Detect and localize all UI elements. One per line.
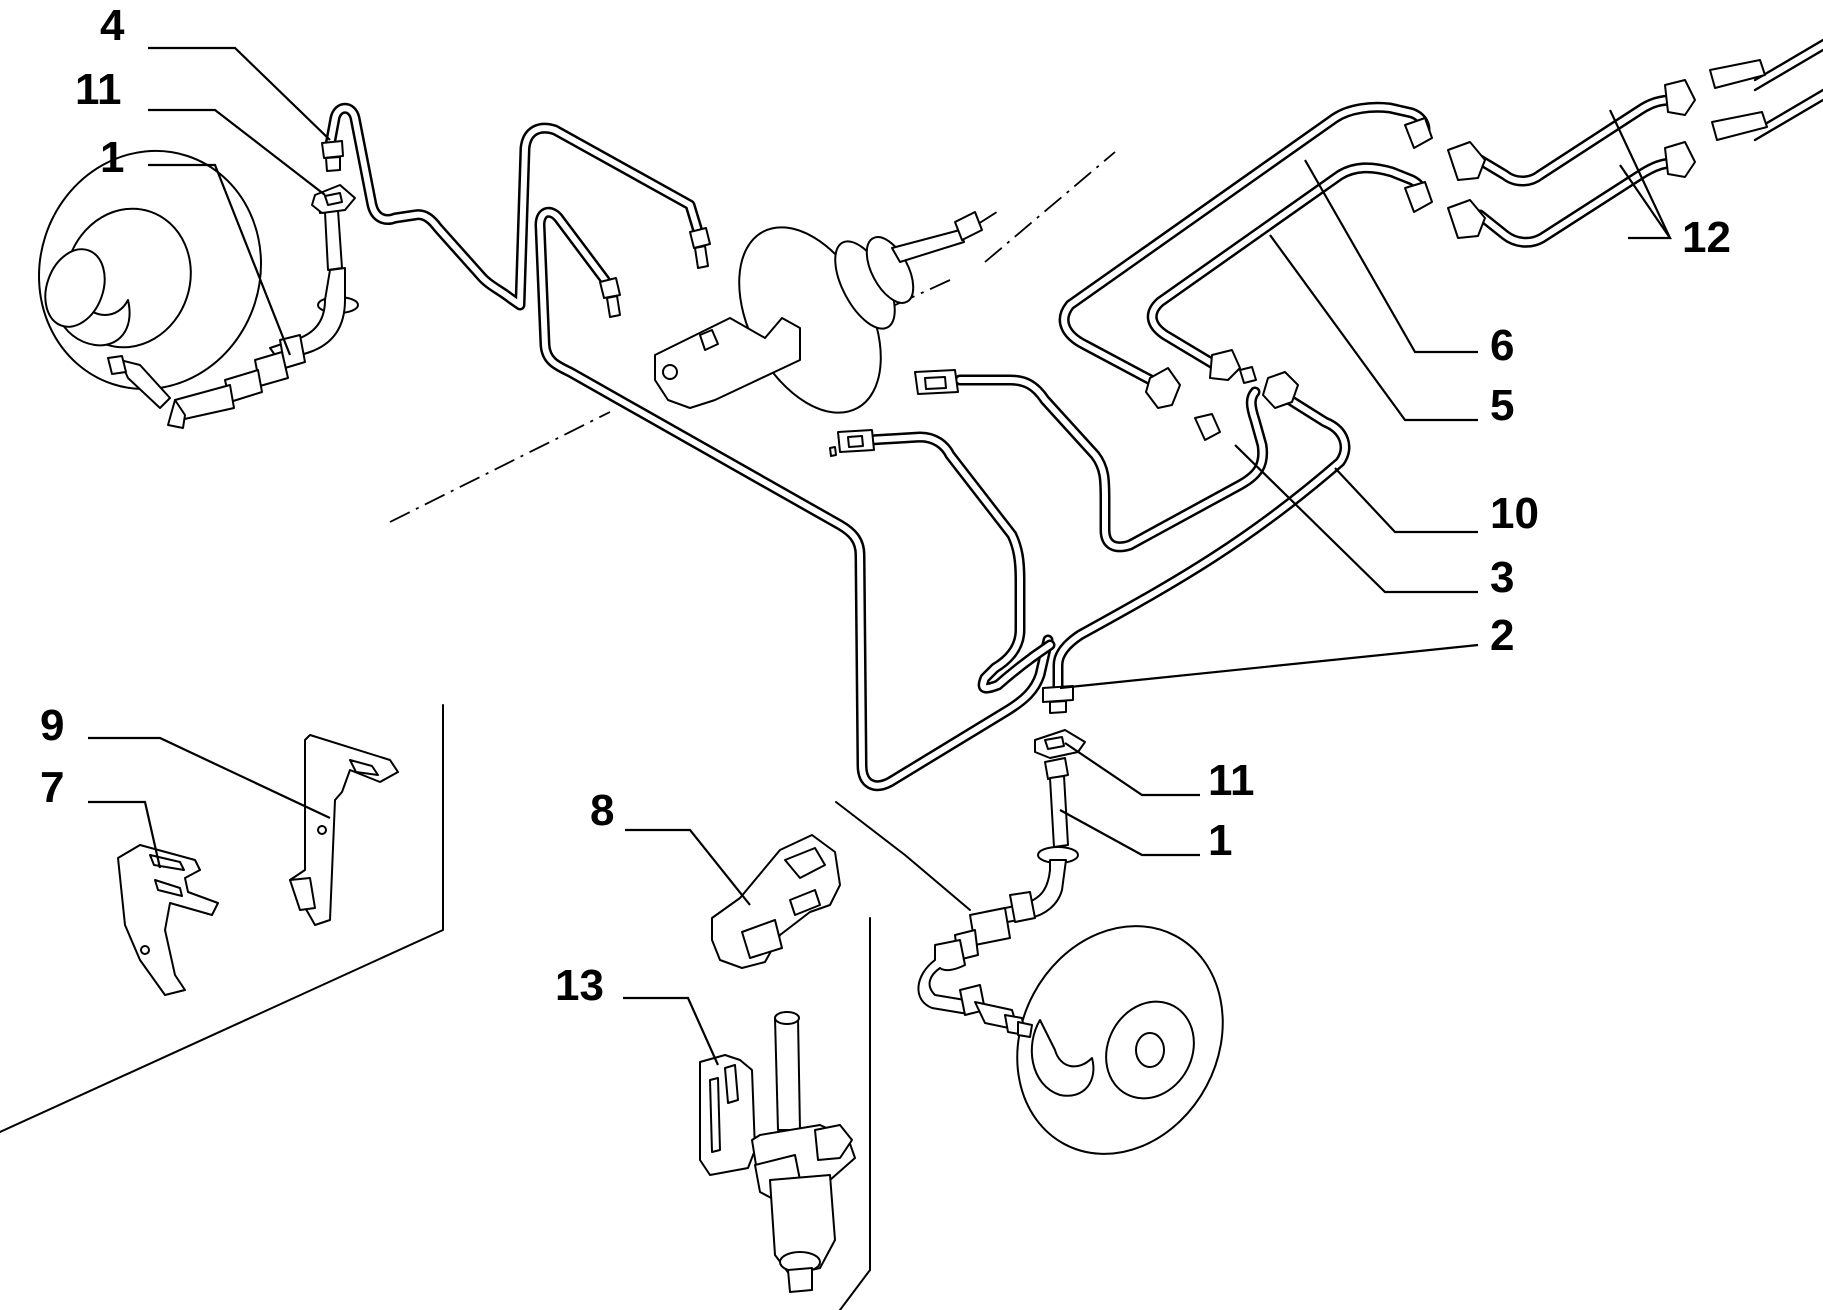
left-flexible-hose xyxy=(107,192,359,429)
right-flexible-hose xyxy=(917,757,1079,1038)
callout-9: 9 xyxy=(40,701,64,750)
callout-10: 10 xyxy=(1490,489,1539,538)
brake-pipes xyxy=(324,38,1823,792)
pipe-fittings xyxy=(321,59,1768,714)
front-right-brake-disc xyxy=(1016,925,1224,1155)
bracket-9 xyxy=(289,734,399,926)
pressure-regulator-13 xyxy=(699,1011,856,1293)
bracket-7 xyxy=(117,844,219,996)
callout-13: 13 xyxy=(555,961,604,1010)
callout-11-lower: 11 xyxy=(1208,756,1255,805)
callout-8: 8 xyxy=(590,786,614,835)
bracket-8 xyxy=(711,834,841,969)
clip-11-lower xyxy=(1034,729,1086,759)
callout-3: 3 xyxy=(1490,553,1514,602)
callout-2: 2 xyxy=(1490,611,1514,660)
axis-lines xyxy=(389,151,1116,523)
callout-7: 7 xyxy=(40,763,64,812)
leader-lines xyxy=(88,46,1673,1066)
callout-1-upper: 1 xyxy=(100,133,124,182)
front-left-brake-disc xyxy=(38,149,262,391)
section-dividers xyxy=(0,704,971,1310)
callout-4: 4 xyxy=(100,1,125,50)
callout-labels: 4 11 1 12 6 5 10 3 2 9 7 8 11 1 13 xyxy=(40,1,1731,1010)
callout-5: 5 xyxy=(1490,381,1514,430)
callout-1-lower: 1 xyxy=(1208,816,1232,865)
callout-11-upper: 11 xyxy=(75,65,122,114)
callout-6: 6 xyxy=(1490,321,1514,370)
callout-12: 12 xyxy=(1682,213,1731,262)
brake-booster-master-cylinder xyxy=(654,211,983,414)
